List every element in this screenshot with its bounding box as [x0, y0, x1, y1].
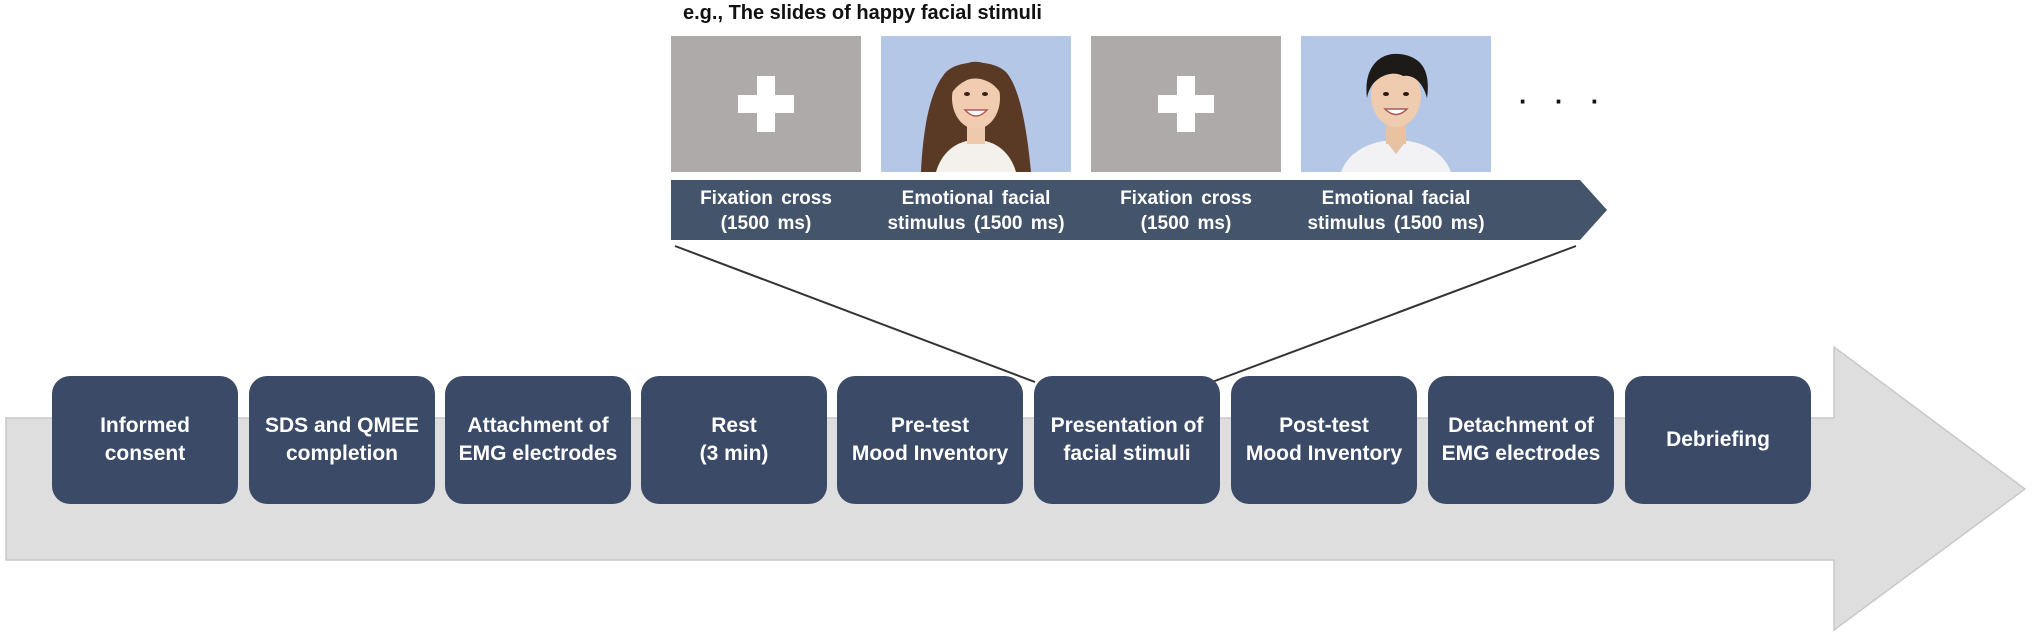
fixation-cross-slide: [1091, 36, 1281, 172]
sequence-label: Emotional facial stimulus (1500 ms): [887, 188, 1065, 234]
step-attach-emg-electrodes: Attachment of EMG electrodes: [445, 376, 631, 504]
step-detach-emg-electrodes: Detachment of EMG electrodes: [1428, 376, 1614, 504]
happy-face-slide-man: [1301, 36, 1491, 172]
zoom-line-left: [674, 245, 1036, 383]
step-presentation-of-stimuli: Presentation of facial stimuli: [1034, 376, 1220, 504]
smiling-woman-icon: [921, 61, 1031, 172]
step-rest: Rest (3 min): [641, 376, 827, 504]
sequence-bar-arrow: [671, 180, 1607, 240]
sequence-label: Fixation cross (1500 ms): [1120, 188, 1252, 234]
continuation-ellipsis: · · ·: [1519, 86, 1610, 116]
step-informed-consent: Informed consent: [52, 376, 238, 504]
smiling-man-icon: [1341, 53, 1451, 172]
sequence-label: Emotional facial stimulus (1500 ms): [1307, 188, 1485, 234]
sequence-label: Fixation cross (1500 ms): [700, 188, 832, 234]
happy-face-slide-woman: [881, 36, 1071, 172]
zoom-line-right: [1211, 245, 1577, 383]
fixation-cross-slide: [671, 36, 861, 172]
step-pre-test-mood-inventory: Pre-test Mood Inventory: [837, 376, 1023, 504]
step-post-test-mood-inventory: Post-test Mood Inventory: [1231, 376, 1417, 504]
step-debriefing: Debriefing: [1625, 376, 1811, 504]
example-caption: e.g., The slides of happy facial stimuli: [683, 2, 1042, 24]
step-sds-qmee-completion: SDS and QMEE completion: [249, 376, 435, 504]
